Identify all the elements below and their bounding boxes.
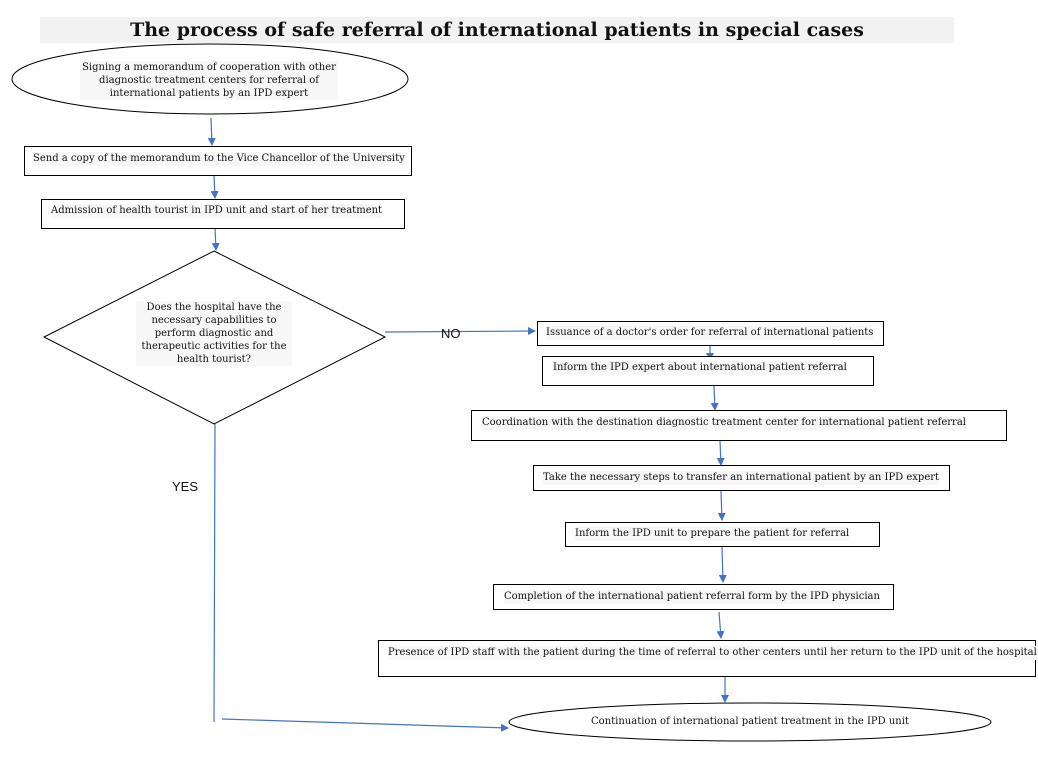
arrow-informunit-to-form [718,546,727,583]
arrow-inform-to-coordination [710,385,719,411]
decision-node-text: Does the hospital have the necessary cap… [136,301,292,366]
arrow-admission-to-decision [211,227,220,251]
inform-unit-text: Inform the IPD unit to prepare the patie… [575,527,850,541]
doctor-order-text: Issuance of a doctor's order for referra… [546,326,874,340]
admission-text: Admission of health tourist in IPD unit … [51,204,383,218]
arrow-send-to-admission [210,175,219,199]
presence-staff-text: Presence of IPD staff with the patient d… [388,646,1037,660]
arrow-form-to-presence [716,611,725,639]
transfer-steps-box: Take the necessary steps to transfer an … [533,465,950,491]
title-background [40,17,954,43]
send-copy-text: Send a copy of the memorandum to the Vic… [33,152,405,166]
arrow-coordination-to-transfer [716,440,725,466]
arrow-start-to-send [207,117,216,146]
arrow-yes-to-end [221,718,509,732]
doctor-order-box: Issuance of a doctor's order for referra… [537,321,884,346]
arrow-transfer-to-informunit [717,490,726,521]
completion-form-text: Completion of the international patient … [504,590,880,604]
inform-expert-text: Inform the IPD expert about internationa… [553,361,847,375]
admission-box: Admission of health tourist in IPD unit … [41,199,405,229]
inform-unit-box: Inform the IPD unit to prepare the patie… [565,522,880,547]
end-node-text: Continuation of international patient tr… [591,716,909,727]
coordination-box: Coordination with the destination diagno… [471,410,1007,441]
yes-branch-line [213,423,216,723]
transfer-steps-text: Take the necessary steps to transfer an … [543,471,940,485]
no-label: NO [441,326,461,341]
page-title: The process of safe referral of internat… [130,19,864,41]
coordination-text: Coordination with the destination diagno… [482,416,966,430]
presence-staff-box: Presence of IPD staff with the patient d… [378,640,1037,677]
completion-form-box: Completion of the international patient … [493,584,894,610]
arrow-no-branch [384,327,536,336]
start-node-text: Signing a memorandum of cooperation with… [80,61,338,100]
yes-label: YES [172,479,199,494]
end-ellipse [508,702,992,742]
inform-expert-box: Inform the IPD expert about internationa… [542,356,874,386]
send-copy-box: Send a copy of the memorandum to the Vic… [24,146,412,176]
